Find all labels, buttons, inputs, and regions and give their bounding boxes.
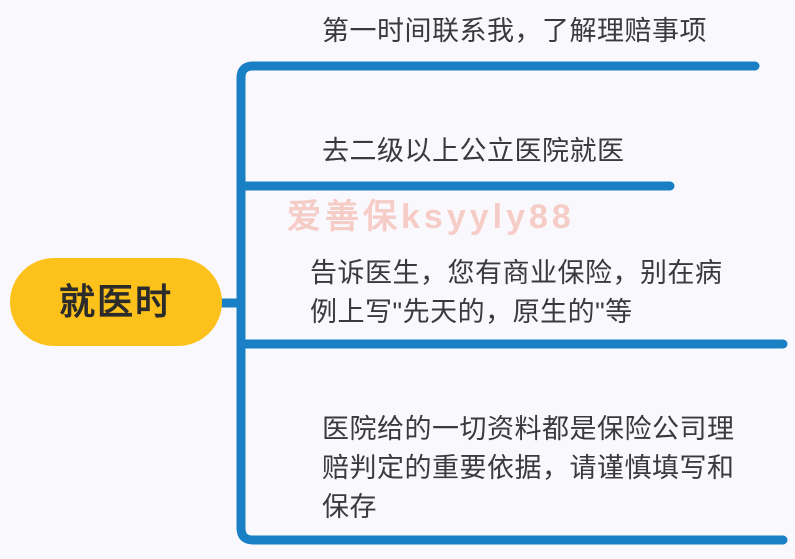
branch-node-3[interactable]: 告诉医生，您有商业保险，别在病 例上写"先天的，原生的"等 (310, 258, 723, 327)
branch-node-2[interactable]: 去二级以上公立医院就医 (322, 136, 625, 166)
watermark-text: 爱善保ksyyly88 (287, 198, 575, 236)
branch-node-1[interactable]: 第一时间联系我，了解理赔事项 (322, 16, 707, 46)
root-node[interactable]: 就医时 (10, 258, 222, 346)
branch-node-4[interactable]: 医院给的一切资料都是保险公司理 赔判定的重要依据，请谨慎填写和 保存 (322, 414, 735, 522)
root-node-label: 就医时 (58, 281, 173, 322)
